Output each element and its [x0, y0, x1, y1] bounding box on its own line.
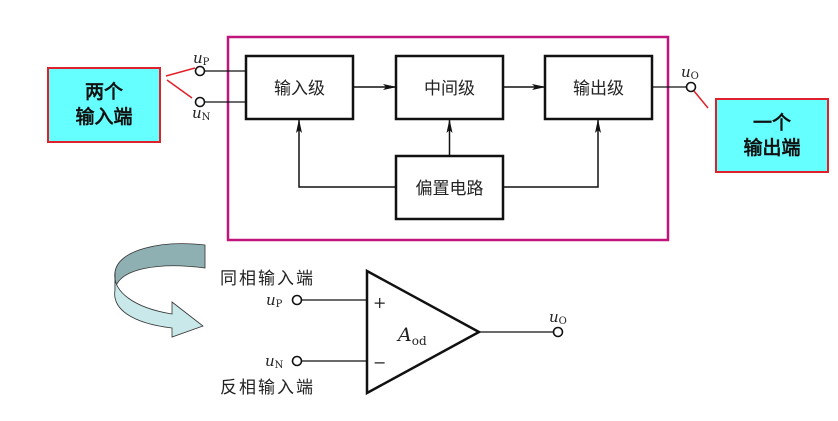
callout-two-inputs-line2: 输入端 — [75, 106, 133, 128]
opamp-triangle — [365, 268, 482, 396]
label-uo: uO — [681, 63, 699, 82]
middle-stage-label: 中间级 — [424, 79, 475, 99]
callout-leader-uo — [693, 90, 709, 109]
input-stage-block: 输入级 — [244, 54, 355, 121]
label-un: uN — [192, 104, 211, 123]
callout-leader-un — [166, 79, 193, 99]
callout-two-inputs: 两个 输入端 — [47, 67, 161, 143]
terminal-un — [194, 96, 206, 108]
noninverting-input-label: 同相输入端 — [220, 269, 315, 289]
input-stage-label: 输入级 — [274, 79, 325, 99]
middle-stage-block: 中间级 — [394, 54, 505, 121]
output-stage-label: 输出级 — [573, 79, 624, 99]
opamp-label-up: uP — [266, 291, 283, 310]
bias-circuit-block: 偏置电路 — [394, 154, 505, 221]
opamp-minus-sign: − — [373, 353, 386, 372]
callout-one-output: 一个 输出端 — [715, 98, 829, 173]
opamp-label-uo: uO — [549, 308, 567, 327]
arrow-bias-to-output — [503, 119, 601, 188]
callout-one-output-line1: 一个 — [752, 111, 791, 134]
callout-one-output-line2: 输出端 — [743, 136, 801, 159]
label-up: uP — [193, 49, 210, 68]
output-stage-block: 输出级 — [543, 54, 654, 121]
bias-circuit-label: 偏置电路 — [416, 179, 484, 199]
inverting-input-label: 反相输入端 — [220, 378, 315, 398]
arrow-bias-to-input — [296, 119, 396, 188]
opamp-terminal-un — [291, 355, 303, 367]
curved-arrow-icon — [114, 243, 206, 338]
opamp-terminal-uo — [552, 326, 564, 338]
terminal-uo — [685, 81, 697, 93]
callout-leader-up — [165, 67, 196, 77]
opamp-internal-frame — [226, 35, 670, 242]
opamp-plus-sign: + — [373, 293, 386, 312]
opamp-gain-label: Aod — [396, 324, 427, 348]
callout-two-inputs-line1: 两个 — [84, 81, 123, 103]
terminal-up — [194, 65, 206, 77]
opamp-terminal-up — [291, 294, 303, 306]
opamp-label-un: uN — [265, 352, 284, 371]
